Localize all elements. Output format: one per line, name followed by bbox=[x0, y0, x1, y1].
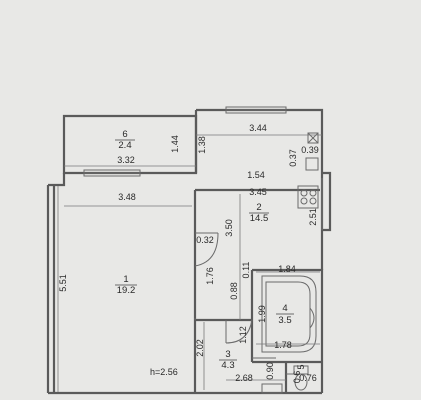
room-2-id: 2 bbox=[256, 202, 261, 213]
room-6-area: 2.4 bbox=[118, 140, 131, 151]
dim-0-90: 0.90 bbox=[265, 362, 275, 380]
room-6-id: 6 bbox=[122, 129, 127, 140]
dim-0-32: 0.32 bbox=[196, 235, 214, 245]
room-2-area: 14.5 bbox=[250, 213, 269, 224]
dim-0-37: 0.37 bbox=[288, 149, 298, 167]
room-5-id: 5 bbox=[296, 364, 306, 369]
dim-3-45: 3.45 bbox=[249, 187, 267, 197]
dim-3-32: 3.32 bbox=[117, 155, 135, 165]
sink-icon bbox=[309, 307, 315, 329]
room-1-area: 19.2 bbox=[117, 285, 136, 296]
dim-1-84: 1.84 bbox=[278, 264, 296, 274]
room-4-area: 3.5 bbox=[278, 315, 291, 326]
dim-0-11: 0.11 bbox=[241, 262, 251, 279]
windows bbox=[83, 106, 287, 177]
room-3-area: 4.3 bbox=[221, 360, 234, 371]
stove-icon bbox=[297, 185, 319, 209]
dim-1-12: 1.12 bbox=[238, 326, 248, 344]
dim-5-51: 5.51 bbox=[58, 274, 68, 292]
room-1-id: 1 bbox=[123, 274, 128, 285]
bathtub-icon bbox=[261, 275, 317, 353]
dim-1-54: 1.54 bbox=[247, 170, 265, 180]
dim-1-76: 1.76 bbox=[205, 267, 215, 285]
room-labels: 6 2.4 2 14.5 1 19.2 4 3.5 3 4.3 5 0.6 h=… bbox=[115, 129, 306, 383]
dimension-labels: 3.44 1.38 1.44 3.32 0.39 0.37 1.54 3.45 … bbox=[58, 123, 319, 383]
dim-2-51: 2.51 bbox=[308, 208, 318, 226]
room-5-area: 0.6 bbox=[292, 371, 302, 384]
dim-2-02: 2.02 bbox=[195, 339, 205, 357]
ceiling-height: h=2.56 bbox=[150, 367, 178, 377]
dim-3-44: 3.44 bbox=[249, 123, 267, 133]
vent-icon bbox=[307, 132, 319, 144]
dimension-lines bbox=[57, 134, 323, 392]
dim-1-44: 1.44 bbox=[170, 135, 180, 153]
dim-0-88: 0.88 bbox=[229, 282, 239, 300]
dim-0-76: 0.76 bbox=[299, 373, 317, 383]
dim-3-50: 3.50 bbox=[224, 219, 234, 237]
dim-1-78: 1.78 bbox=[274, 340, 292, 350]
dim-1-38: 1.38 bbox=[197, 136, 207, 154]
dim-1-99: 1.99 bbox=[257, 305, 267, 323]
dim-3-48: 3.48 bbox=[118, 192, 136, 202]
dim-2-68: 2.68 bbox=[235, 373, 253, 383]
room-4-id: 4 bbox=[282, 303, 287, 314]
doors bbox=[194, 232, 300, 375]
fixtures bbox=[261, 132, 319, 394]
room-3-id: 3 bbox=[225, 349, 230, 360]
dim-0-39: 0.39 bbox=[301, 145, 319, 155]
